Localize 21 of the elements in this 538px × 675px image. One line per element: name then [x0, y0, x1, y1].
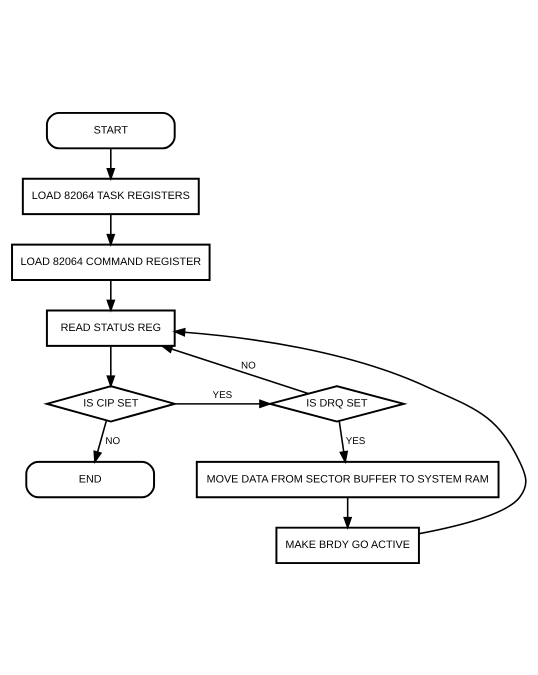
arrow: [172, 327, 527, 534]
arrow: [160, 344, 309, 394]
node-box: LOAD 82064 TASK REGISTERS: [22, 177, 200, 215]
edge-label: NO: [105, 436, 120, 447]
arrow: [93, 420, 108, 464]
node-box: END: [25, 460, 156, 498]
node-box: READ STATUS REG: [46, 309, 176, 346]
node-box: LOAD 82064 COMMAND REGISTER: [11, 243, 211, 280]
edge-label: NO: [241, 360, 256, 371]
edge-label: YES: [346, 436, 366, 447]
arrow: [106, 148, 116, 180]
edge-label: YES: [212, 389, 232, 400]
node-box: MAKE BRDY GO ACTIVE: [275, 526, 420, 564]
arrow: [174, 398, 272, 408]
node-box: MOVE DATA FROM SECTOR BUFFER TO SYSTEM RAM: [196, 460, 500, 498]
arrow: [106, 214, 116, 246]
node-box: START: [46, 111, 176, 149]
arrow: [106, 345, 116, 388]
arrow: [338, 420, 348, 464]
arrow: [106, 280, 116, 312]
arrow: [343, 496, 352, 530]
